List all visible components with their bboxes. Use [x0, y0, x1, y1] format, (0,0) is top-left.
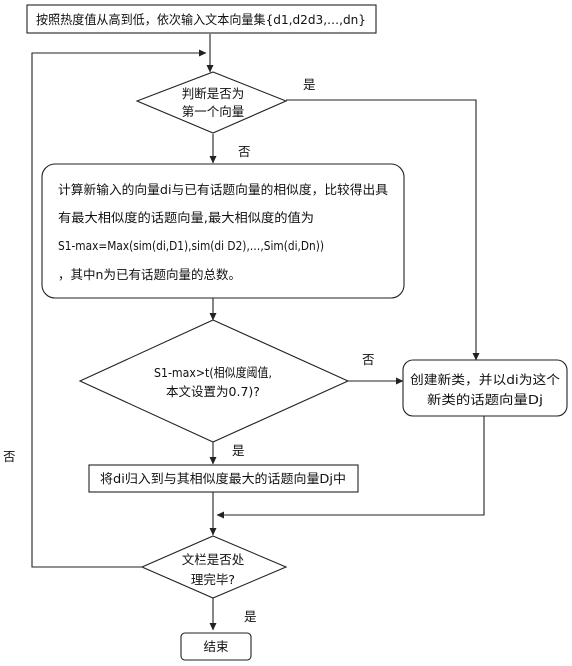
decision-first-vector: 判断是否为 第一个向量: [135, 71, 288, 134]
label-no-threshold: 否: [362, 352, 375, 367]
decision-done: 文栏是否处 理完毕?: [140, 535, 288, 599]
decision-done-line2: 理完毕?: [191, 572, 235, 587]
create-line1: 创建新类，并以di为这个: [410, 372, 561, 387]
create-class-box: 创建新类，并以di为这个 新类的话题向量Dj: [402, 359, 568, 417]
decision-first-line2: 第一个向量: [182, 104, 245, 119]
start-box: 按照热度值从高到低，依次输入文本向量集{d1,d2d3,…,dn}: [26, 4, 377, 34]
compute-line2: 有最大相似度的话题向量,最大相似度的值为: [58, 210, 314, 225]
decision-threshold-line1: S1-max>t(相似度阈值,: [154, 365, 272, 380]
label-no-first: 否: [238, 144, 251, 159]
end-text: 结束: [203, 639, 229, 654]
decision-first-line1: 判断是否为: [182, 86, 245, 101]
assign-box: 将di归入到与其相似度最大的话题向量Dj中: [88, 464, 359, 493]
decision-threshold-line2: 本文设置为0.7)?: [166, 384, 260, 399]
label-yes-threshold: 是: [232, 443, 245, 458]
compute-line4: ，其中n为已有话题向量的总数。: [58, 267, 241, 282]
create-line2: 新类的话题向量Dj: [427, 392, 543, 407]
arrow-first-yes-to-create: [286, 99, 480, 361]
decision-done-line1: 文栏是否处: [182, 552, 245, 567]
label-no-done: 否: [3, 449, 16, 464]
label-yes-first: 是: [303, 77, 316, 92]
label-yes-done: 是: [244, 609, 257, 624]
start-box-text: 按照热度值从高到低，依次输入文本向量集{d1,d2d3,…,dn}: [36, 12, 366, 27]
assign-text: 将di归入到与其相似度最大的话题向量Dj中: [100, 471, 346, 486]
loop-back-line: [31, 49, 207, 568]
arrow-create-to-merge: [216, 416, 485, 519]
compute-line3: S1-max=Max(sim(di,D1),sim(di D2),…,Sim(d…: [58, 239, 324, 253]
end-box: 结束: [180, 632, 252, 661]
compute-box: 计算新输入的向量di与已有话题向量的相似度，比较得出具 有最大相似度的话题向量,…: [41, 163, 405, 299]
decision-threshold: S1-max>t(相似度阈值, 本文设置为0.7)?: [78, 319, 350, 443]
compute-line1: 计算新输入的向量di与已有话题向量的相似度，比较得出具: [58, 182, 388, 197]
